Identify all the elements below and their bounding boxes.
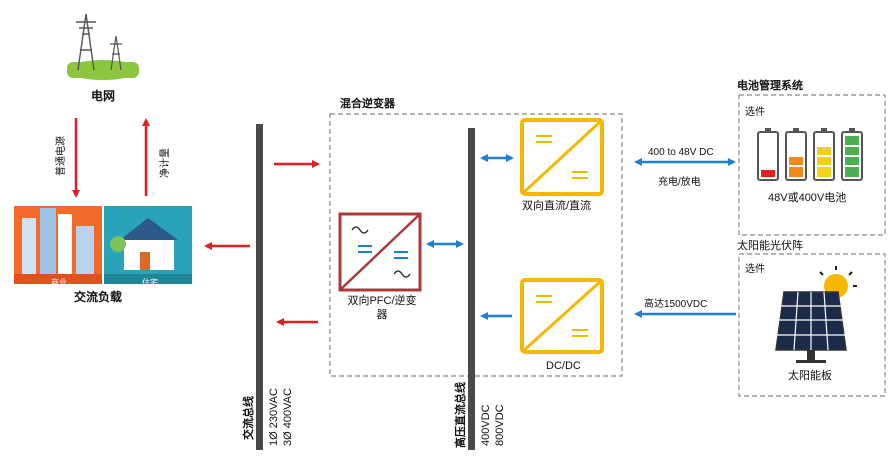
hybrid-inverter-title: 混合逆变器: [340, 98, 395, 110]
bms-title: 电池管理系统: [737, 80, 803, 92]
battery-full-icon: [841, 128, 863, 181]
bms-optional: 选件: [745, 107, 765, 118]
solar-panel-label: 太阳能板: [788, 370, 832, 382]
battery-mid-icon: [813, 128, 835, 181]
pfc-inverter-icon: [338, 212, 422, 292]
pv-title: 太阳能光伏阵: [737, 240, 803, 252]
ac-bus-bar: [256, 124, 263, 450]
residential-house-icon: [104, 206, 192, 284]
ac-load-left-sub: 商业: [51, 278, 67, 287]
battery-icons: [757, 128, 863, 181]
solar-panel-icon: [775, 266, 857, 363]
dcdc-bottom-label: DC/DC: [546, 360, 581, 372]
pfc-label-line2: 器: [376, 309, 388, 321]
hv-bus-voltage-1: 400VDC: [480, 404, 492, 446]
ac-bus-voltage-1: 1Ø 230VAC: [268, 388, 280, 446]
battery-link-bottom: 充电/放电: [658, 177, 701, 188]
ac-load-right-sub: 住宅: [142, 278, 158, 287]
battery-label: 48V或400V电池: [768, 192, 847, 204]
ac-load-label: 交流负载: [74, 290, 123, 304]
grid-label: 电网: [91, 89, 116, 103]
dcdc-top-label: 双向直流/直流: [522, 200, 592, 212]
hybrid-inverter-box: [329, 113, 623, 377]
pv-optional: 选件: [745, 264, 765, 275]
hv-bus-voltage-2: 800VDC: [494, 404, 506, 446]
dcdc-bottom-icon: [520, 278, 604, 354]
pfc-label-line1: 双向PFC/逆变: [347, 295, 417, 307]
ac-bus-voltage-2: 3Ø 400VAC: [282, 388, 294, 446]
battery-link-top: 400 to 48V DC: [648, 147, 714, 158]
hv-dc-bus-bar: [468, 128, 475, 450]
grid-up-label: 净计量: [160, 148, 171, 178]
hv-bus-label: 高压直流总线: [455, 382, 467, 448]
commercial-building-icon: [14, 206, 102, 284]
pv-link-label: 高达1500VDC: [644, 299, 708, 310]
battery-empty-icon: [757, 128, 779, 181]
bms-box: [738, 94, 886, 236]
ac-bus-label: 交流总线: [243, 396, 255, 440]
grid-icon: [67, 13, 139, 80]
pfc-label: 双向PFC/逆变 器: [334, 294, 430, 322]
dcdc-top-icon: [520, 118, 604, 196]
grid-down-label: 普通电源: [56, 136, 67, 176]
pv-box: [738, 253, 886, 397]
battery-low-icon: [785, 128, 807, 181]
